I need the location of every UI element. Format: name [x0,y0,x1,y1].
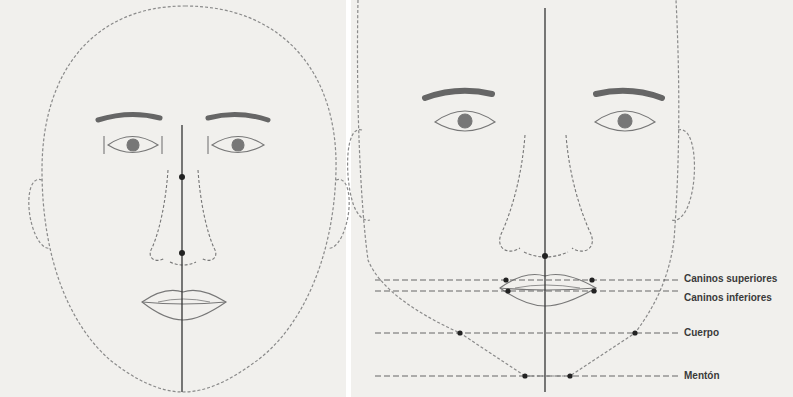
left-features [98,114,268,320]
midline [181,125,182,392]
face-outline [357,0,678,376]
part-label: Mentón [683,370,721,382]
reference-lines [375,280,679,376]
landmark-dot [179,250,185,256]
right-face [348,0,695,376]
part-label: Cuerpo [683,327,720,339]
landmark-dot [179,174,185,180]
ear [672,130,694,221]
midline [544,8,545,392]
landmark-dot [542,253,548,259]
ear [328,179,349,248]
ear [348,130,370,221]
right-features [425,91,662,306]
left-face [29,6,349,392]
ear [29,179,50,248]
head-outline [42,6,336,392]
part-label: Caninos superiores [683,273,778,285]
part-label: Caninos inferiores [683,292,773,304]
landmark-dots [457,277,637,378]
